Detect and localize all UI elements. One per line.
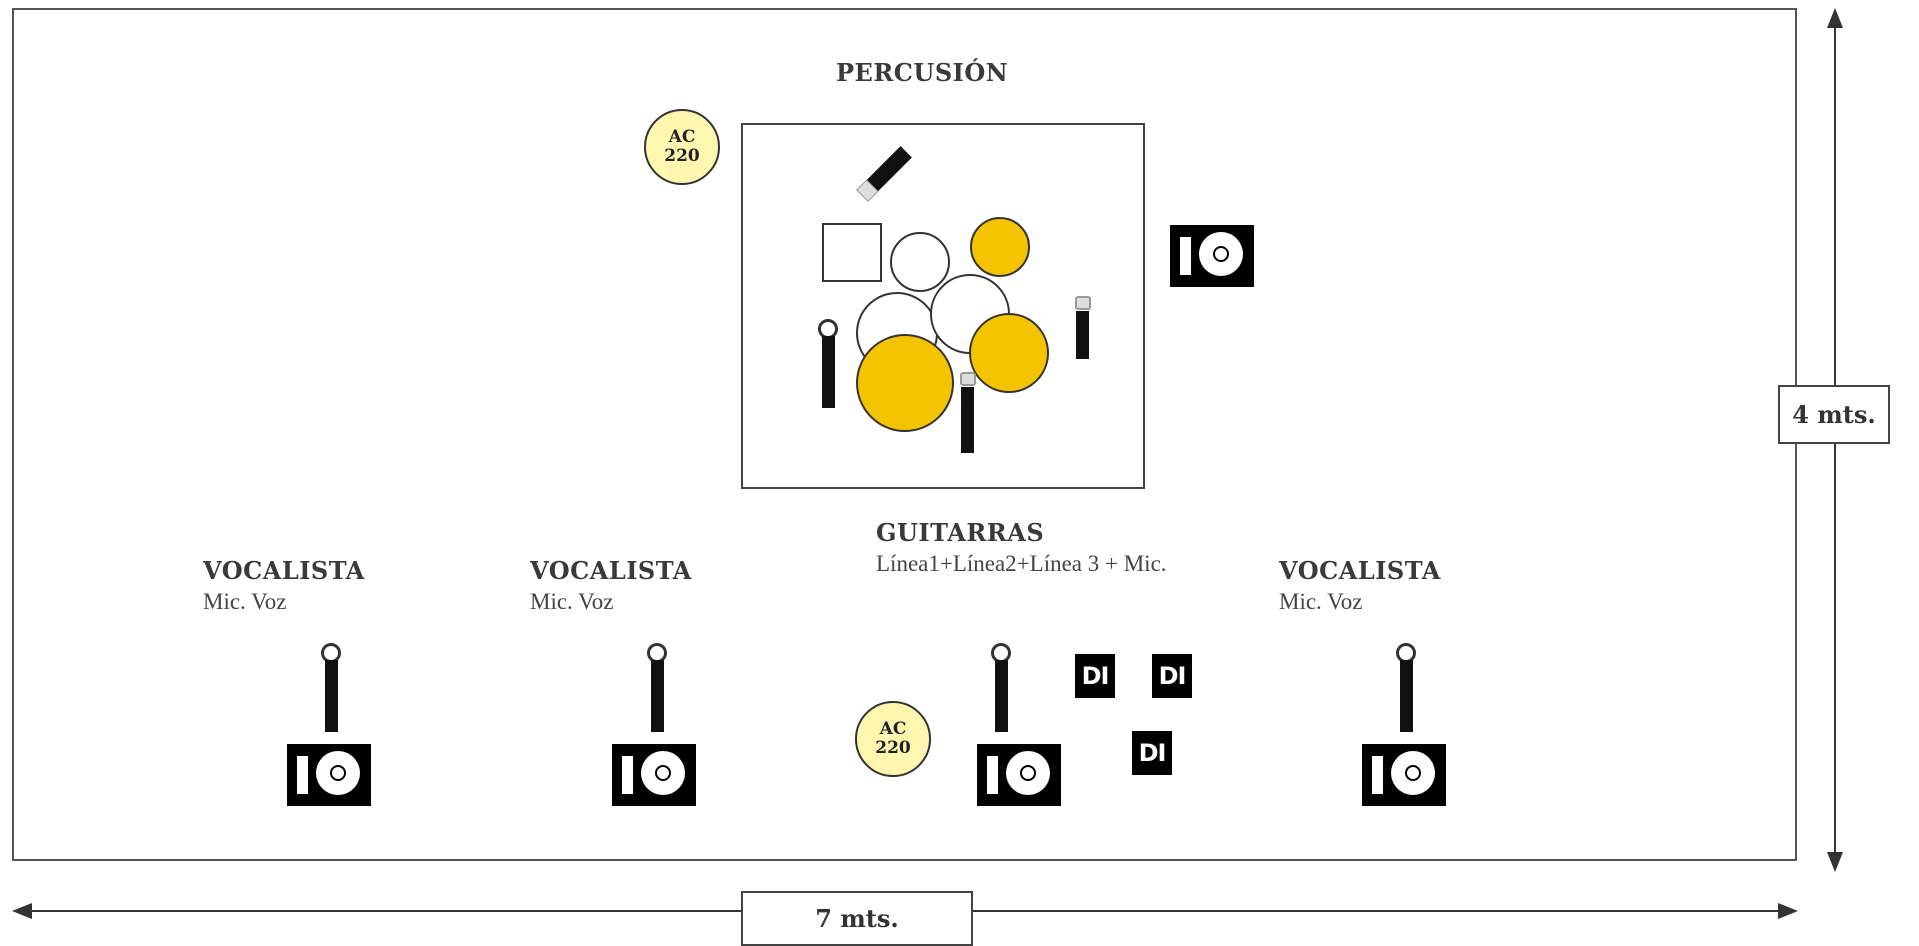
- width-arrow-right-head: [1778, 903, 1798, 919]
- di-box-3-icon: DI: [1132, 731, 1172, 775]
- vocalist-3-sub: Mic. Voz: [1279, 589, 1363, 614]
- ac-outlet-voltage: 220: [664, 146, 700, 166]
- vocalist-3-mic-icon: [1392, 643, 1422, 733]
- vocalist-2-mic-icon: [643, 643, 673, 733]
- vocalist-1-monitor-icon: [287, 744, 371, 806]
- kick-mic-icon: [814, 319, 844, 409]
- vocalist-2-sub: Mic. Voz: [530, 589, 614, 614]
- cymbal: [970, 217, 1030, 277]
- di-box-1-icon: DI: [1075, 654, 1115, 698]
- drum-monitor-icon: [1170, 225, 1254, 287]
- guitar-monitor-icon: [977, 744, 1061, 806]
- vocalist-1-mic-icon: [317, 643, 347, 733]
- drum-riser: [741, 123, 1145, 489]
- vocalist-3-monitor-icon: [1362, 744, 1446, 806]
- percussion-title: PERCUSIÓN: [836, 58, 1009, 87]
- depth-arrow-top-head: [1827, 8, 1843, 28]
- crash-cymbal: [969, 313, 1049, 393]
- ac-outlet-label: AC: [668, 127, 696, 147]
- width-arrow-left-head: [12, 903, 32, 919]
- depth-dimension-label: 4 mts.: [1778, 385, 1890, 444]
- vocalist-2-title: VOCALISTA: [530, 556, 692, 585]
- ride-cymbal: [856, 334, 954, 432]
- width-dimension-label: 7 mts.: [741, 891, 973, 946]
- guitars-sub: Línea1+Línea2+Línea 3 + Mic.: [876, 551, 1167, 576]
- depth-arrow-bottom-head: [1827, 852, 1843, 872]
- ac-outlet-guitars: AC 220: [855, 701, 931, 777]
- tom-drum: [890, 232, 950, 292]
- tom-mic-icon: [1068, 294, 1098, 359]
- vocalist-3-title: VOCALISTA: [1279, 556, 1441, 585]
- snare-mic-icon: [953, 370, 983, 460]
- ac-outlet-label: AC: [879, 719, 907, 739]
- ac-outlet-drums: AC 220: [644, 109, 720, 185]
- guitars-title: GUITARRAS: [876, 518, 1045, 547]
- vocalist-2-monitor-icon: [612, 744, 696, 806]
- di-box-2-icon: DI: [1152, 654, 1192, 698]
- percussion-square-pad: [822, 223, 882, 282]
- vocalist-1-title: VOCALISTA: [203, 556, 365, 585]
- ac-outlet-voltage: 220: [875, 738, 911, 758]
- overhead-mic-icon: [856, 146, 912, 202]
- vocalist-1-sub: Mic. Voz: [203, 589, 287, 614]
- guitar-mic-icon: [987, 643, 1017, 733]
